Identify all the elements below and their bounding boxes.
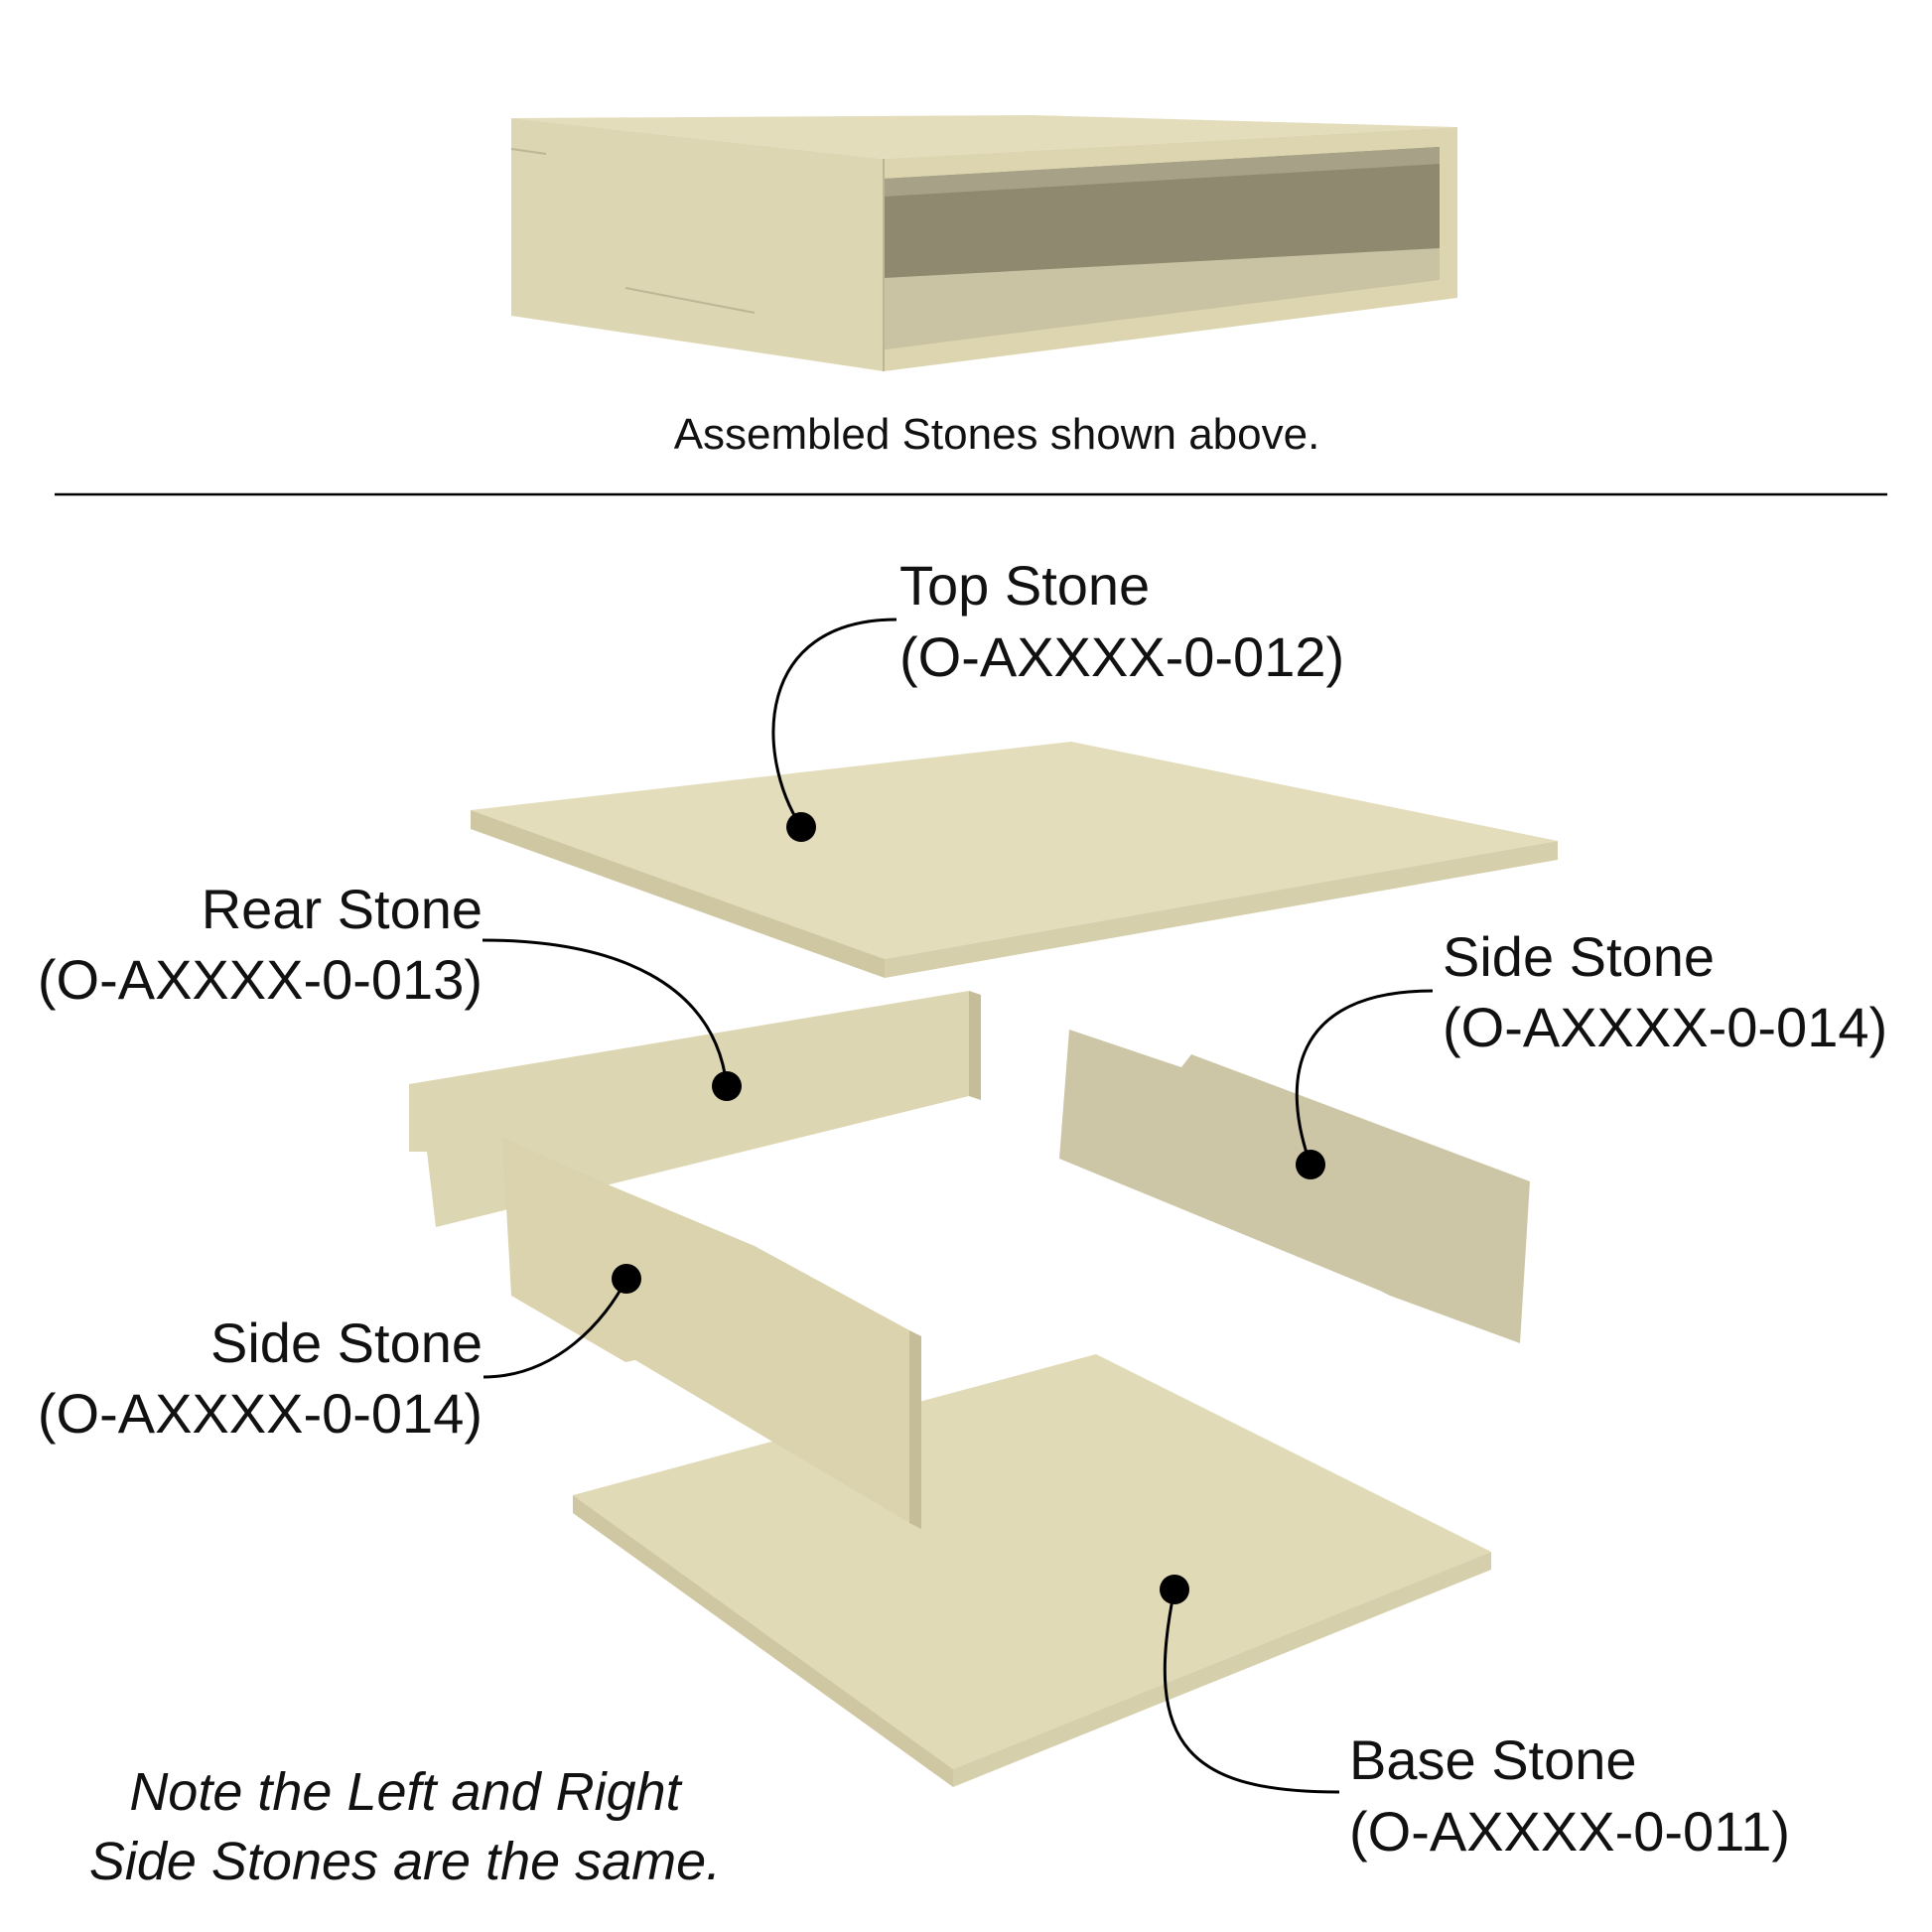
base-stone-leader xyxy=(1163,1588,1340,1794)
right-side-stone-dot xyxy=(1296,1150,1325,1179)
base-stone-code: (O-AXXXX-0-011) xyxy=(1349,1800,1790,1863)
top-stone-dot xyxy=(786,812,816,842)
right-side-stone-leader xyxy=(1295,989,1434,1166)
top-stone-leader xyxy=(771,618,897,828)
rear-stone-code: (O-AXXXX-0-013) xyxy=(38,948,483,1011)
note-line-2: Side Stones are the same. xyxy=(89,1832,721,1891)
rear-stone-image xyxy=(409,991,981,1227)
assembled-stones-image xyxy=(510,115,1457,371)
assembled-caption: Assembled Stones shown above. xyxy=(674,410,1320,459)
rear-stone-leader xyxy=(482,938,729,1087)
left-side-stone-leader xyxy=(483,1278,628,1379)
base-stone-label: Base Stone xyxy=(1349,1728,1637,1791)
right-side-stone-image xyxy=(1059,1030,1530,1343)
rear-stone-dot xyxy=(712,1071,742,1101)
top-stone-label: Top Stone xyxy=(899,554,1150,617)
top-stone-image xyxy=(471,742,1558,978)
left-side-stone-label: Side Stone xyxy=(210,1311,483,1374)
note-line-1: Note the Left and Right xyxy=(129,1762,682,1822)
rear-stone-label: Rear Stone xyxy=(202,878,483,940)
right-side-stone-code: (O-AXXXX-0-014) xyxy=(1443,996,1887,1058)
base-stone-dot xyxy=(1160,1575,1189,1604)
base-stone-image xyxy=(573,1354,1491,1787)
right-side-stone-label: Side Stone xyxy=(1443,925,1715,988)
left-side-stone-dot xyxy=(612,1264,641,1294)
left-side-stone-code: (O-AXXXX-0-014) xyxy=(38,1382,483,1445)
left-side-stone-image xyxy=(502,1137,921,1529)
top-stone-code: (O-AXXXX-0-012) xyxy=(899,625,1344,688)
